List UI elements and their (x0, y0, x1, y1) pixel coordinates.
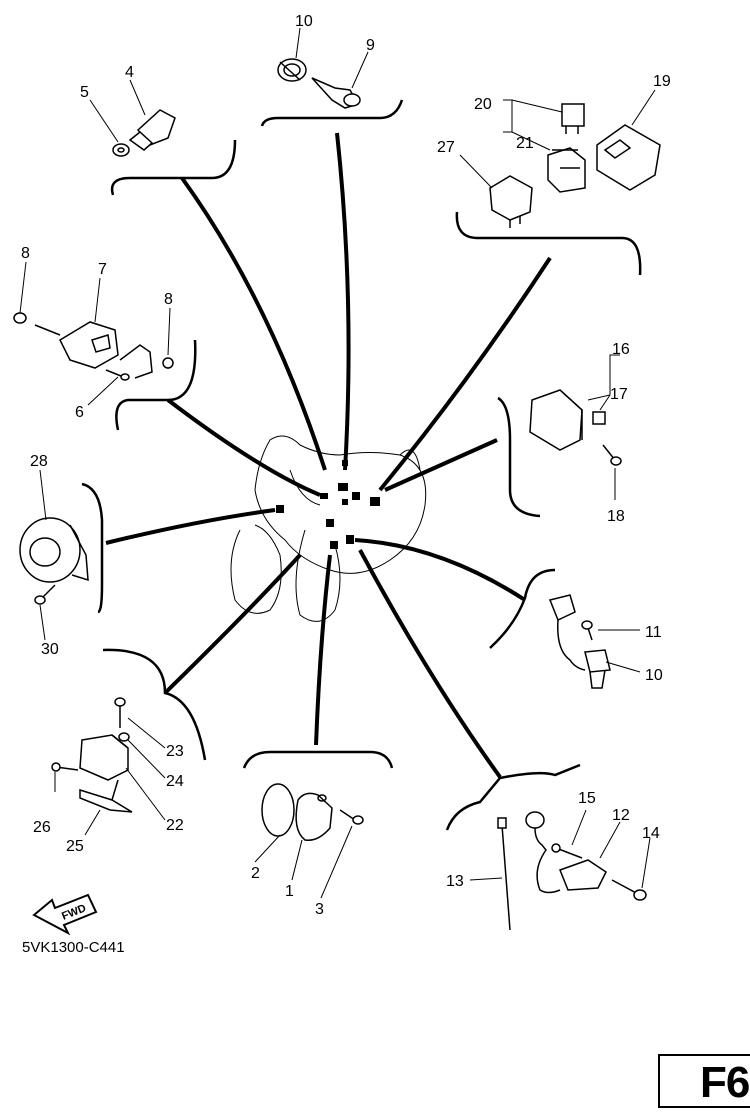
part-20-unit (596, 124, 661, 191)
callout-10: 10 (295, 13, 313, 30)
callout-24: 23 (166, 743, 184, 760)
callout-19: 18 (607, 508, 625, 525)
part-19-bolt (602, 444, 622, 466)
part-8-nut-right (162, 357, 174, 369)
part-7-bolt (105, 344, 153, 381)
page-badge: F6 (658, 1054, 750, 1108)
callout-7: 6 (75, 404, 84, 421)
callout-26: 25 (66, 838, 84, 855)
part-29-horn (19, 517, 89, 583)
callout-30: 30 (41, 641, 59, 658)
callout-23: 22 (166, 817, 184, 834)
part-30-bolt (34, 584, 56, 605)
callout-8-left: 8 (21, 245, 30, 262)
part-9-switch (311, 77, 361, 109)
part-24-bolt (114, 697, 126, 728)
part-8-nut-left (13, 312, 27, 324)
part-5-washer (112, 143, 130, 157)
part-code: 5VK1300-C441 (22, 939, 125, 956)
callout-3: 3 (315, 901, 324, 918)
callout-17: 16 (612, 341, 630, 358)
callout-5: 5 (80, 84, 89, 101)
callout-14: 13 (446, 873, 464, 890)
motorcycle-outline (230, 435, 427, 622)
leader-lines (105, 132, 552, 779)
callout-9: 9 (366, 37, 375, 54)
part-18-clip (592, 411, 606, 425)
part-25-washer (118, 732, 130, 742)
part-22-relay (547, 147, 586, 193)
part-10-grommet (277, 58, 307, 82)
callout-18: 17 (610, 386, 628, 403)
group-brackets (81, 99, 642, 831)
part-21-relay (561, 103, 585, 134)
callout-11: 10 (645, 667, 663, 684)
callout-12: 11 (645, 624, 662, 641)
forward-arrow-icon (32, 893, 98, 936)
callout-labels: 4 5 10 9 19 20 21 27 8 7 8 6 16 17 18 28… (21, 13, 671, 956)
part-28-relay (489, 175, 533, 228)
callout-1: 1 (285, 883, 294, 900)
part-12-bolt (581, 620, 593, 641)
part-17-unit (529, 389, 583, 451)
part-14-tie (497, 817, 511, 931)
callout-21: 20 (474, 96, 492, 113)
page-badge-label: F6 (700, 1058, 750, 1107)
callout-16: 15 (578, 790, 596, 807)
callout-22: 21 (516, 135, 534, 152)
part-26-bracket (79, 779, 133, 813)
part-1-sensor (295, 792, 333, 841)
callout-20: 19 (653, 73, 671, 90)
callout-15: 14 (642, 825, 660, 842)
part-16-bolt (551, 843, 583, 859)
callout-6: 7 (98, 261, 107, 278)
callout-29: 28 (30, 453, 48, 470)
callout-28: 27 (437, 139, 455, 156)
callout-4: 4 (125, 64, 134, 81)
part-3-bolt (339, 809, 364, 825)
part-4-sender (128, 109, 176, 151)
callout-8-right: 8 (164, 291, 173, 308)
part-23-unit (79, 734, 129, 781)
callout-27: 26 (33, 819, 51, 836)
callout-2: 2 (251, 865, 260, 882)
part-2-o-ring (261, 783, 295, 837)
part-11-sensor (548, 594, 611, 689)
callout-25: 24 (166, 773, 184, 790)
part-27-bolt (51, 762, 79, 772)
callout-leaders (19, 27, 656, 899)
part-13-sensor (525, 811, 607, 894)
part-15-bolt (611, 879, 647, 901)
callout-13: 12 (612, 807, 630, 824)
part-6-sensor (34, 321, 119, 369)
